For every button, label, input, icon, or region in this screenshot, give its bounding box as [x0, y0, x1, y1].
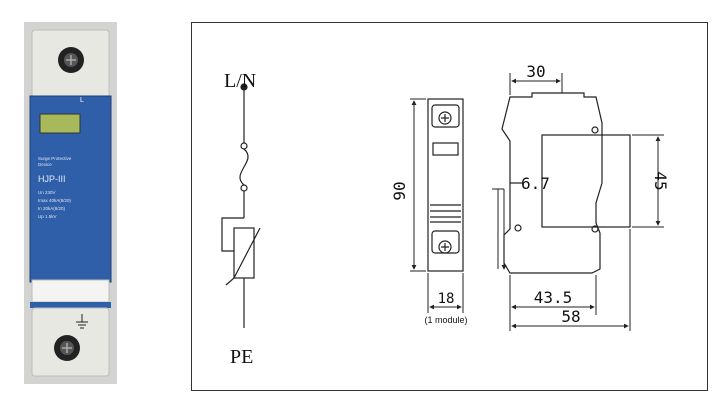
label-line: Device: [38, 162, 52, 167]
schematic-top-label: L/N: [224, 70, 256, 92]
body-depth-value: 43.5: [534, 288, 573, 307]
top-terminal-mark: L: [80, 97, 84, 104]
module-note: (1 module): [424, 315, 467, 325]
earth-symbol-icon: [76, 314, 88, 329]
technical-drawing: L/N PE 90 18: [191, 22, 708, 391]
schematic-bottom-label: PE: [230, 346, 253, 368]
cover-height-value: 45: [651, 171, 670, 190]
label-line: Up 1.5kV: [38, 214, 57, 219]
total-depth-value: 58: [561, 307, 580, 326]
fuse-symbol: [239, 148, 249, 186]
label-line: Un 230V: [38, 190, 56, 195]
label-line: Surge Protective: [38, 156, 72, 161]
total-depth-dimension: [511, 229, 631, 331]
module-width-dimension: [427, 273, 464, 313]
module-width-value: 18: [438, 291, 455, 307]
drawing-canvas: L/N PE 90 18: [221, 62, 670, 368]
varistor-symbol: [233, 227, 255, 279]
front-view: [427, 98, 464, 272]
top-width-value: 30: [526, 62, 545, 81]
body-depth-dimension: [509, 275, 597, 331]
top-width-dimension: [509, 73, 563, 95]
height-dimension: [410, 98, 426, 272]
rail-offset-dimension: [492, 188, 507, 270]
side-view: [501, 92, 631, 274]
label-line: In 20kA(8/20): [38, 206, 66, 211]
product-photo: L Surge Protective Device HJP-III Un 230…: [24, 22, 117, 384]
height-value: 90: [390, 181, 409, 200]
model-label: HJP-III: [38, 174, 66, 184]
cover-height-dimension: [632, 134, 664, 228]
surge-protector-image: L Surge Protective Device HJP-III Un 230…: [29, 29, 112, 377]
label-line: Imax 40kA(8/20): [38, 198, 72, 203]
schematic: [221, 83, 261, 328]
rail-offset-value: 6.7: [521, 174, 550, 193]
